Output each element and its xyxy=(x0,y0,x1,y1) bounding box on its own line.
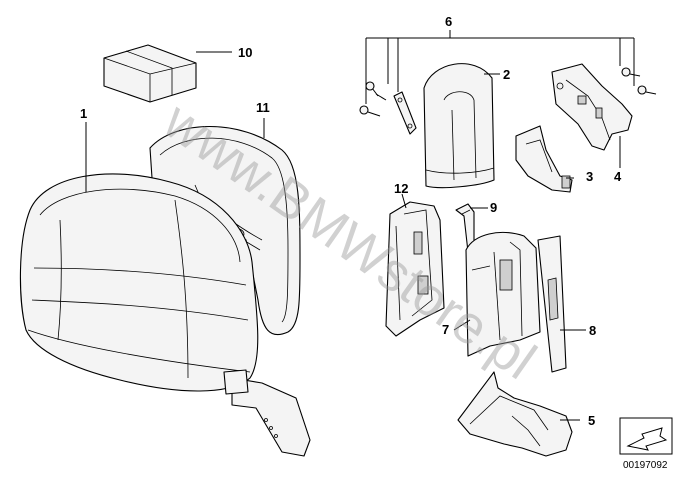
part-5-lower-trim xyxy=(457,371,573,457)
callout-8: 8 xyxy=(589,323,596,338)
part-6-screws xyxy=(359,67,657,135)
part-2-post-cover xyxy=(423,63,495,189)
part-8-foam-strip xyxy=(537,235,567,373)
part-12-guide-sleeve xyxy=(385,201,445,337)
part-4-bracket xyxy=(551,63,633,151)
leader-lines xyxy=(85,30,635,421)
callout-4: 4 xyxy=(614,169,622,184)
callout-2: 2 xyxy=(503,67,510,82)
part-10-box xyxy=(103,44,197,103)
callout-11: 11 xyxy=(256,100,270,115)
callout-5: 5 xyxy=(588,413,595,428)
callout-1: 1 xyxy=(80,106,87,121)
part-1-headrest-cushion xyxy=(19,173,311,457)
callout-9: 9 xyxy=(490,200,497,215)
callout-12: 12 xyxy=(394,181,408,196)
part-3-small-bracket xyxy=(515,125,573,193)
callout-labels: 10 1 11 6 2 3 4 12 9 7 8 5 xyxy=(80,14,622,428)
part-7-guide-housing xyxy=(465,231,541,357)
callout-3: 3 xyxy=(586,169,593,184)
callout-6: 6 xyxy=(445,14,452,29)
direction-arrow-box xyxy=(619,417,673,455)
arrow-icon xyxy=(626,427,668,451)
diagram-id: 00197092 xyxy=(623,460,668,471)
callout-10: 10 xyxy=(238,45,252,60)
callout-7: 7 xyxy=(442,322,449,337)
